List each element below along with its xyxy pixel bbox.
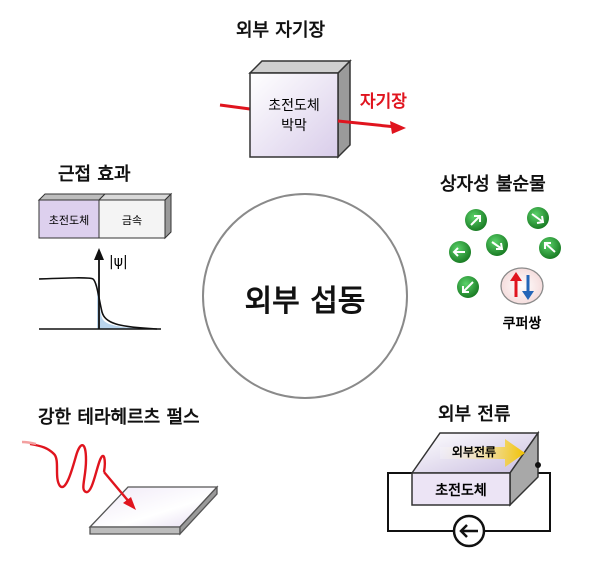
magnetic-field-diagram: 초전도체 박막 자기장 [219, 59, 407, 159]
impurity-spin [449, 241, 471, 263]
impurity-spin [465, 209, 487, 231]
psi-label: |ψ| [109, 254, 128, 270]
current-title: 외부 전류 [438, 404, 511, 425]
film-top [248, 60, 352, 74]
field-arrow-label: 자기장 [360, 92, 407, 112]
impurity-spin [527, 207, 549, 229]
field-arrow-tail [219, 103, 251, 111]
thz-pulse-arrow [103, 471, 131, 504]
block-label: 초전도체 [435, 482, 487, 499]
film-front [249, 72, 339, 158]
impurities-diagram: 쿠퍼쌍 [449, 207, 561, 332]
terahertz-diagram [21, 440, 219, 536]
impurity-spin [539, 237, 561, 259]
current-arrow-label: 외부전류 [452, 444, 496, 459]
impurities-title: 상자성 불순물 [440, 174, 546, 195]
block-front [411, 472, 511, 506]
impurity-spin [457, 276, 479, 298]
cooper-pair-label: 쿠퍼쌍 [503, 316, 542, 332]
field-arrow-head-line [337, 119, 397, 129]
current-arrow [440, 439, 525, 467]
magnetic-field-title: 외부 자기장 [236, 20, 326, 41]
cooper-pair [500, 267, 544, 305]
film-label-2: 박막 [281, 118, 307, 134]
center-circle [202, 193, 408, 399]
field-arrow-head [390, 121, 406, 134]
circuit-node [535, 462, 541, 468]
terahertz-title: 강한 테라헤르츠 펄스 [38, 407, 200, 428]
thz-pulse-wave [29, 442, 106, 494]
sc-label: 초전도체 [49, 214, 89, 227]
metal-label: 금속 [122, 214, 142, 227]
film-label-1: 초전도체 [268, 98, 320, 114]
proximity-diagram: 초전도체 금속 |ψ| [37, 192, 173, 330]
center-label: 외부 섭동 [244, 284, 366, 319]
psi-tail [97, 282, 157, 329]
current-diagram: 외부전류 초전도체 [387, 430, 551, 548]
metal-block [98, 199, 166, 239]
impurity-spin [486, 234, 508, 256]
sample-plate-front [89, 526, 181, 535]
proximity-title: 근접 효과 [58, 164, 131, 185]
film-side [337, 59, 351, 159]
sc-block [38, 199, 100, 239]
sample-plate-side [179, 485, 218, 536]
